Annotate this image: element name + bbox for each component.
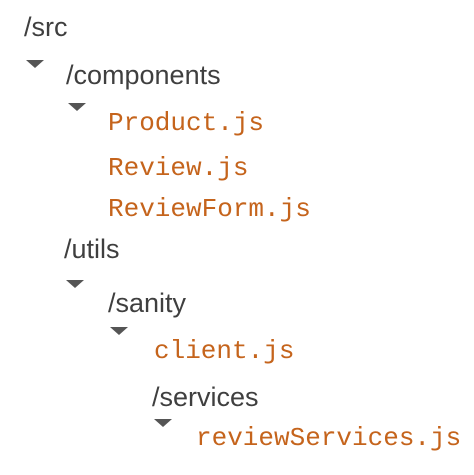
folder-sanity[interactable]: /sanity <box>108 288 187 318</box>
folder-components[interactable]: /components <box>66 60 221 90</box>
file-product-js[interactable]: Product.js <box>108 108 265 138</box>
caret-down-icon[interactable] <box>68 103 86 111</box>
file-review-js[interactable]: Review.js <box>108 153 249 183</box>
folder-utils[interactable]: /utils <box>64 234 120 264</box>
file-reviewform-js[interactable]: ReviewForm.js <box>108 194 311 224</box>
folder-services[interactable]: /services <box>152 382 259 412</box>
file-reviewservices-js[interactable]: reviewServices.js <box>196 423 462 453</box>
file-client-js[interactable]: client.js <box>154 336 295 366</box>
caret-down-icon[interactable] <box>66 280 84 288</box>
caret-down-icon[interactable] <box>26 60 44 68</box>
caret-down-icon[interactable] <box>154 419 172 427</box>
caret-down-icon[interactable] <box>110 327 128 335</box>
folder-src[interactable]: /src <box>24 12 68 42</box>
